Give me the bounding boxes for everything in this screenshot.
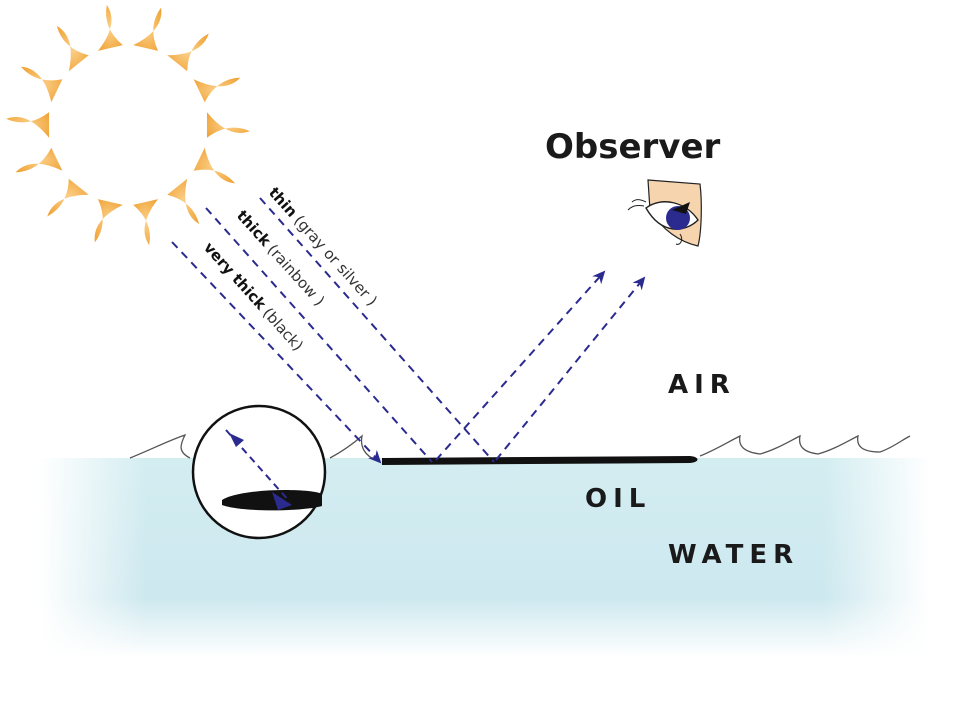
- sun-icon: [6, 4, 250, 246]
- magnifier-inset: [191, 404, 327, 540]
- sun-ray: [167, 178, 200, 225]
- sun-ray: [6, 112, 50, 138]
- water-label: WATER: [668, 540, 799, 570]
- ray-very-thick: [171, 241, 382, 464]
- sun-ray: [20, 66, 63, 103]
- sun-ray: [47, 178, 89, 217]
- oil-slick: [382, 456, 698, 465]
- sun-ray: [206, 112, 250, 138]
- sun-ray: [193, 77, 241, 103]
- sun-ray: [94, 199, 123, 243]
- oil-label: OIL: [585, 484, 651, 514]
- incoming-rays: [171, 197, 495, 464]
- reflected-ray-1: [435, 270, 606, 461]
- eye-icon: [627, 179, 702, 247]
- ray-thick: [205, 207, 433, 463]
- sun-ray: [15, 147, 63, 173]
- ray-thin: [259, 197, 495, 463]
- water-body: [40, 458, 930, 658]
- sun-ray: [97, 4, 123, 51]
- sun-ray: [193, 147, 236, 184]
- air-label: AIR: [668, 370, 736, 400]
- sun-ray: [133, 7, 162, 51]
- reflected-ray-2: [495, 276, 646, 461]
- sun-ray: [167, 33, 209, 72]
- sun-ray: [133, 199, 159, 246]
- observer-label: Observer: [545, 127, 721, 167]
- reflected-rays: [435, 270, 646, 461]
- sun-ray: [56, 25, 89, 72]
